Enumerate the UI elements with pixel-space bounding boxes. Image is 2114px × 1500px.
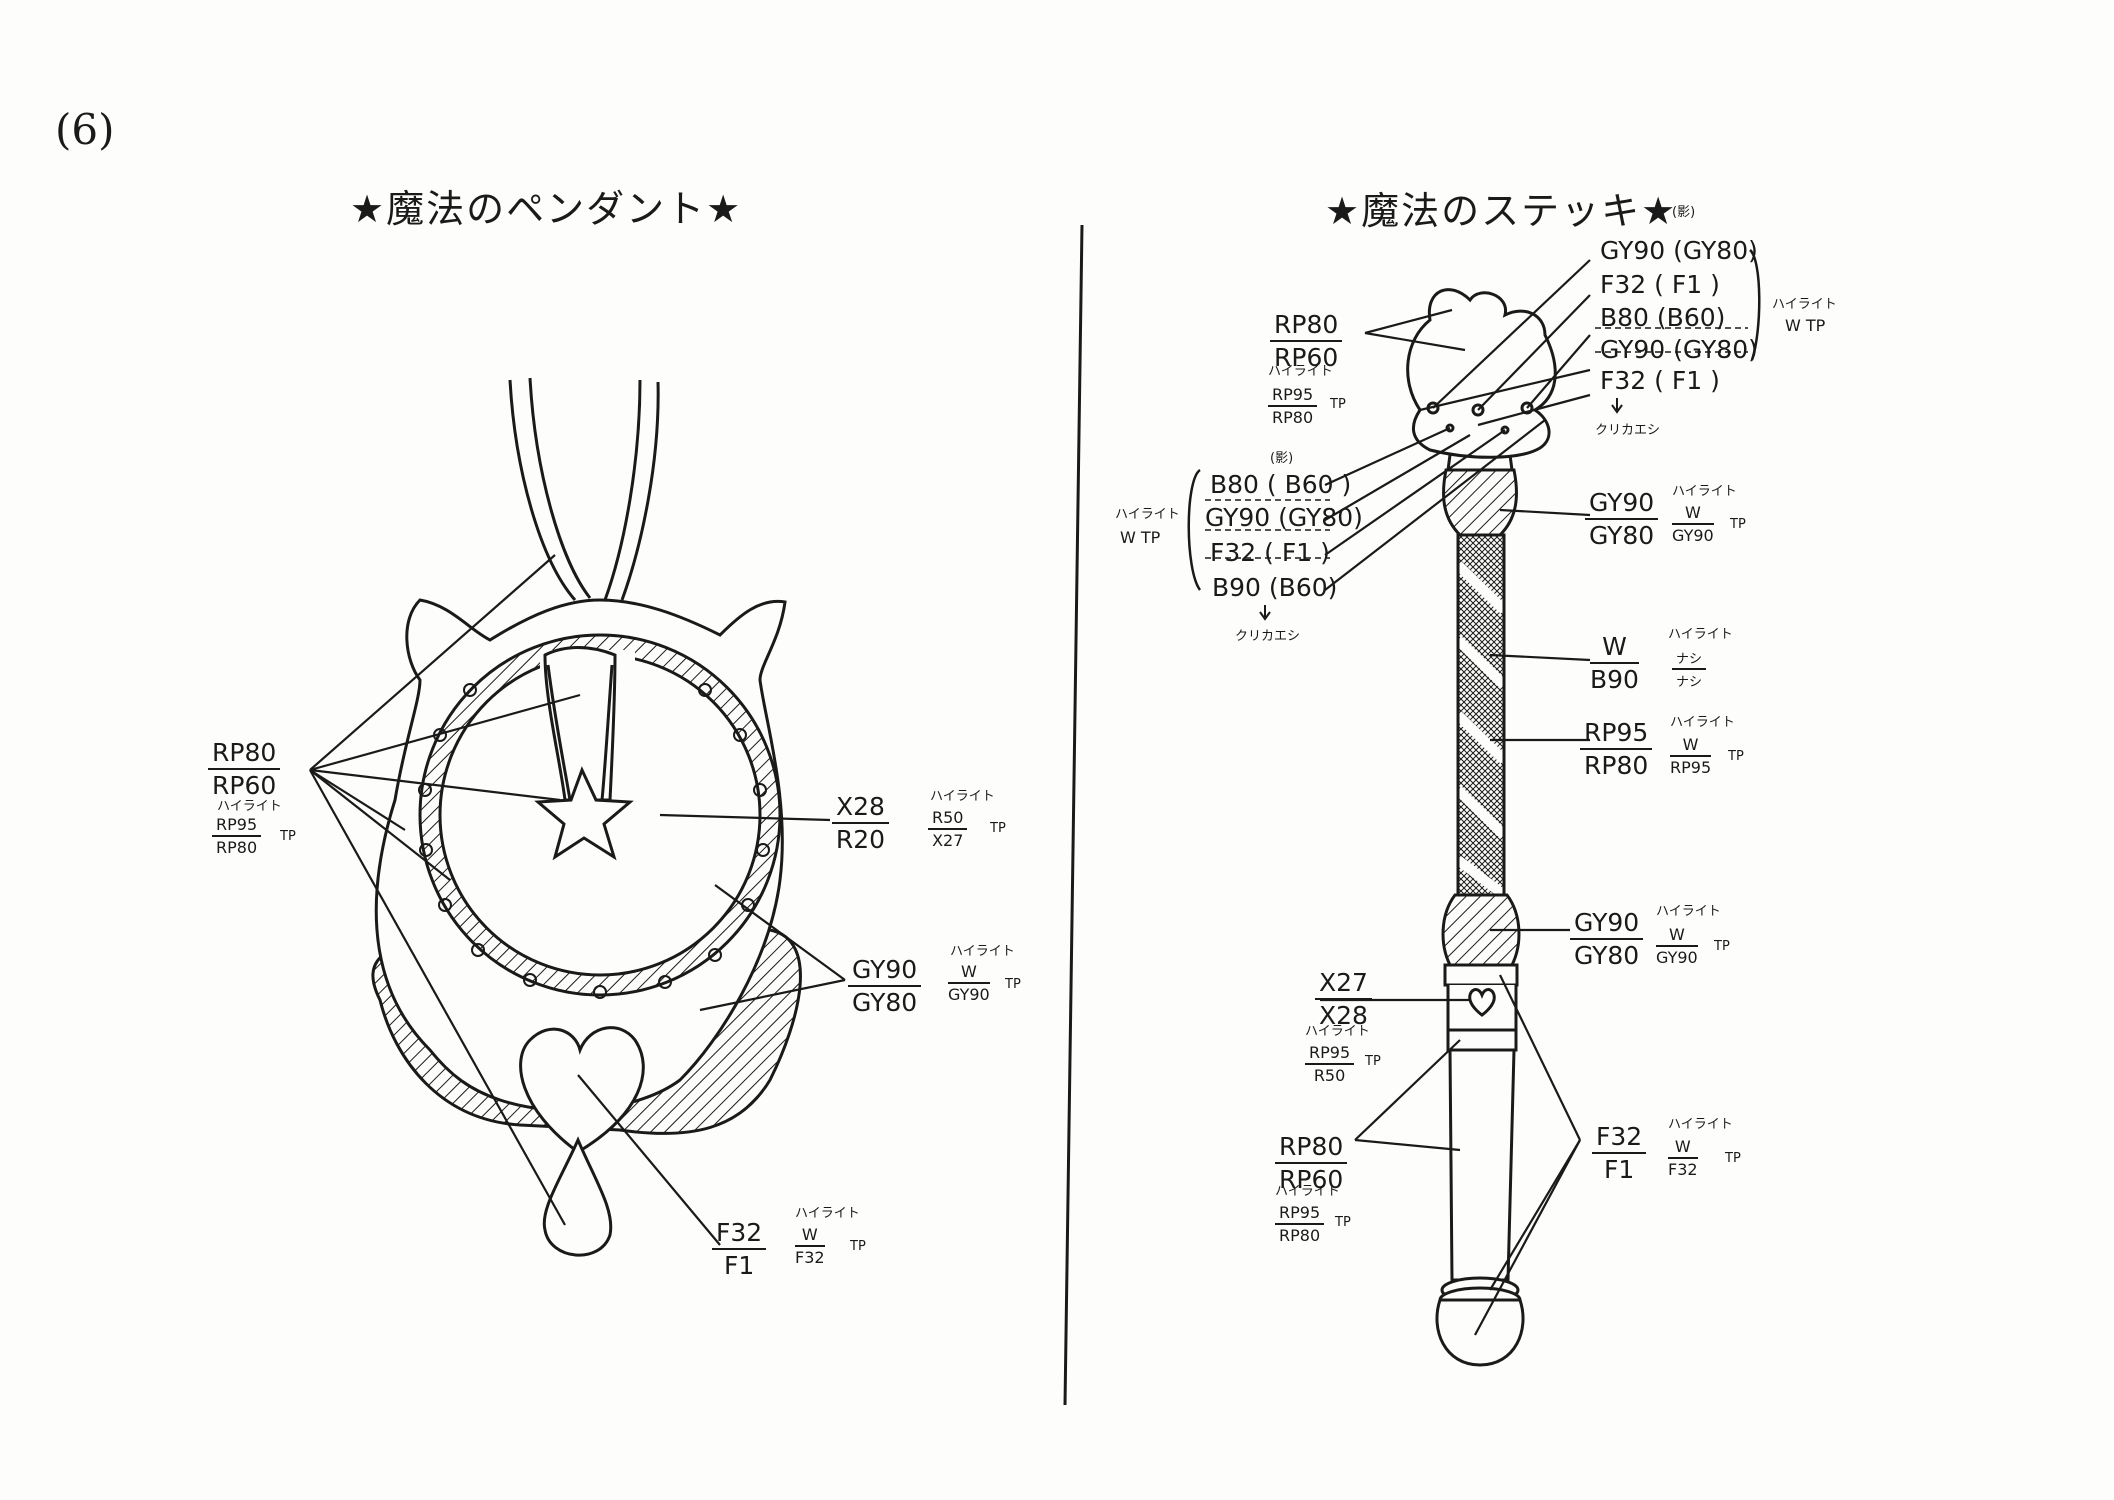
stick-left-stack-0: B80 ( B60 ) [1210, 470, 1352, 499]
stick-right-stack-4: F32 ( F1 ) [1600, 366, 1720, 395]
stick-label-gy-collar-hi-mark: TP [1730, 517, 1746, 532]
pendant-label-f-hi-mark: TP [850, 1239, 866, 1254]
pendant-label-gy-hi-mark: TP [1005, 977, 1021, 992]
stick-right-note: クリカエシ [1595, 423, 1661, 438]
pendant-label-x-hi-note: ハイライト [930, 789, 995, 804]
stick-label-rp-head-hi-note: ハイライト [1268, 364, 1333, 379]
stick-right-stack-2: B80 (B60) [1600, 303, 1726, 332]
stick-label-f-grip-hi-note: ハイライト [1668, 1117, 1733, 1132]
stick-left-stack-hi-value: W TP [1120, 528, 1161, 547]
stick-shadow-note-top: (影) [1672, 205, 1696, 220]
stick-right-stack-hi-value: W TP [1785, 316, 1826, 335]
pendant-title: ★魔法のペンダント★ [350, 187, 743, 231]
stick-right-stack-3: GY90 (GY80) [1600, 335, 1758, 364]
stick-label-rp-grip-hi-mark: TP [1335, 1215, 1351, 1230]
stick-left-stack-3: B90 (B60) [1212, 573, 1338, 602]
stick-label-rp-stripe-hi-mark: TP [1728, 749, 1744, 764]
page-number: (6) [55, 105, 115, 154]
stick-left-stack-hi-note: ハイライト [1115, 507, 1180, 522]
stick-label-x-heart-hi-mark: TP [1365, 1054, 1381, 1069]
stick-shadow-note-left: (影) [1270, 451, 1294, 466]
pendant-label-gy-hi-note: ハイライト [950, 944, 1015, 959]
stick-label-rp-grip-hi-note: ハイライト [1275, 1184, 1340, 1199]
stick-label-gy-collar-hi-note: ハイライト [1672, 484, 1737, 499]
stick-label-gy-lower-hi-note: ハイライト [1656, 904, 1721, 919]
pendant-label-rp-hi-mark: TP [280, 829, 296, 844]
stick-label-f-grip-hi-mark: TP [1725, 1151, 1741, 1166]
stick-label-gy-lower-hi-mark: TP [1714, 939, 1730, 954]
stick-drawing [1187, 249, 1761, 1367]
pendant-label-rp-hi-note: ハイライト [217, 799, 282, 814]
stick-right-stack-0: GY90 (GY80) [1600, 236, 1758, 265]
stick-right-stack-1: F32 ( F1 ) [1600, 270, 1720, 299]
stick-label-rp-head-hi-mark: TP [1330, 397, 1346, 412]
pendant-label-f-hi-note: ハイライト [795, 1206, 860, 1221]
stick-right-stack-hi-note: ハイライト [1772, 297, 1837, 312]
stick-title: ★魔法のステッキ★ [1325, 189, 1678, 233]
stick-label-rp-stripe-hi-note: ハイライト [1670, 715, 1735, 730]
center-divider [1063, 224, 1084, 1406]
pendant-drawing [309, 377, 846, 1257]
stick-label-x-heart-hi-note: ハイライト [1305, 1024, 1370, 1039]
stick-left-stack-1: GY90 (GY80) [1205, 503, 1363, 532]
stick-left-note: クリカエシ [1235, 629, 1301, 644]
stick-label-w-hi: ナシナシ [1672, 648, 1707, 690]
pendant-label-x-hi-mark: TP [990, 821, 1006, 836]
stick-label-w-hi-note: ハイライト [1668, 627, 1733, 642]
stick-left-stack-2: F32 ( F1 ) [1210, 538, 1330, 567]
